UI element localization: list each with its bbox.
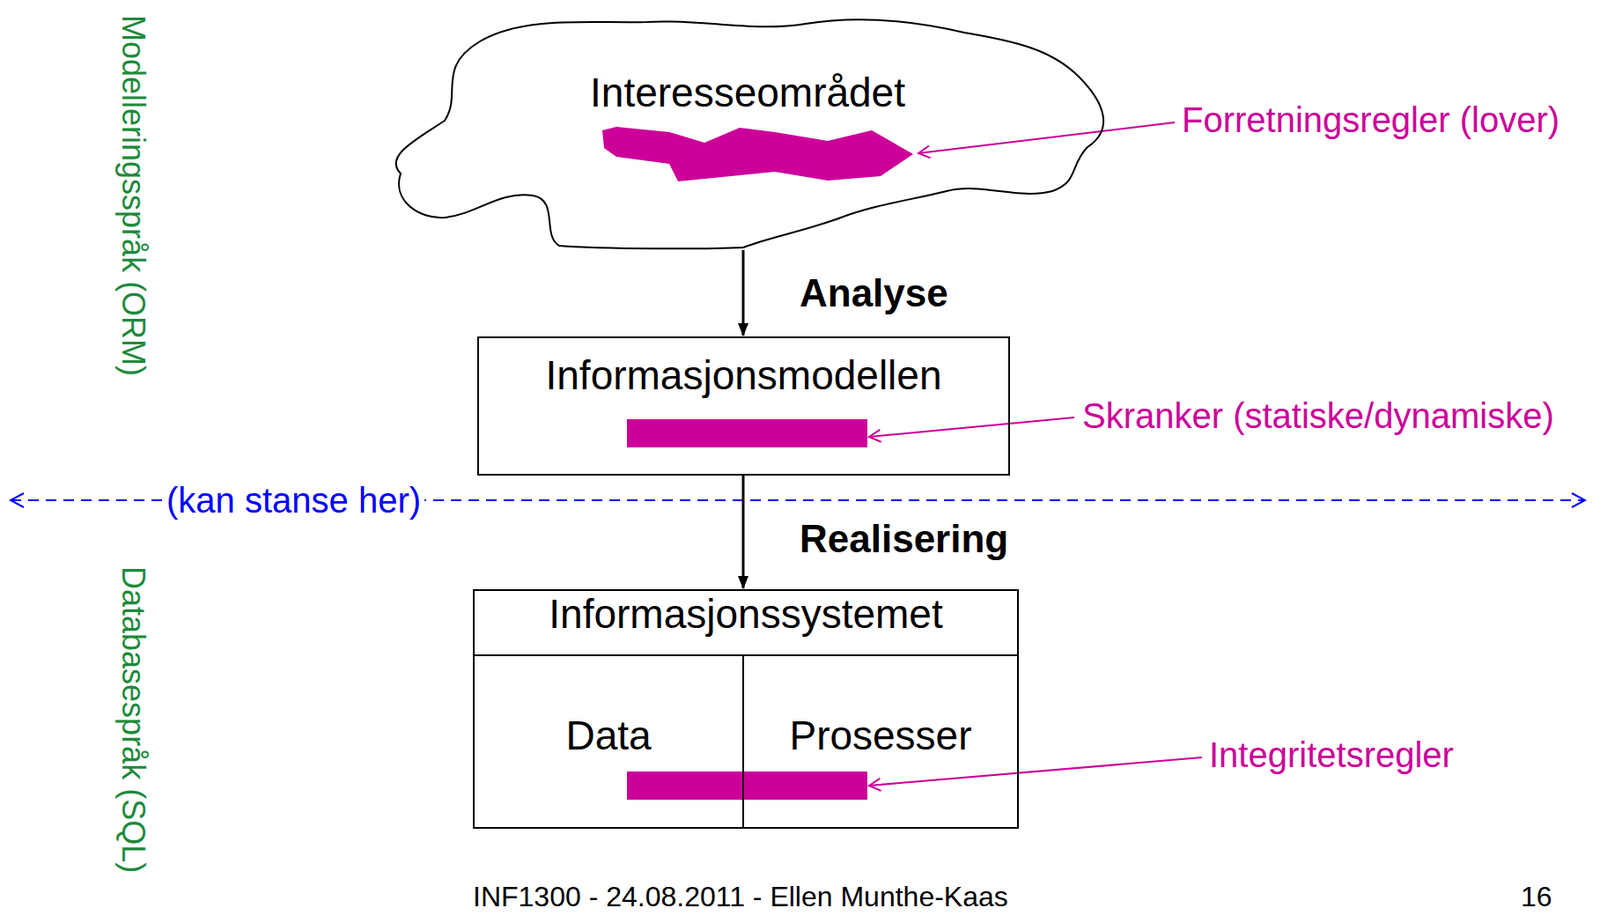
callout-label: Forretningsregler (lover)	[1181, 99, 1560, 141]
process-compartment: Prosesser	[744, 654, 1018, 829]
flow-arrow	[742, 475, 745, 589]
node-text: Prosesser	[788, 712, 972, 759]
node-text: Interesseområdet	[589, 69, 906, 116]
language-label: Modelleringsspråk (ORM)	[115, 14, 151, 377]
footer-text: INF1300 - 24.08.2011 - Ellen Munthe-Kaas	[472, 880, 1009, 914]
model-box: Informasjonsmodellen	[477, 336, 1011, 476]
data-compartment: Data	[474, 654, 745, 829]
leader-line	[869, 757, 1202, 786]
node-text: Data	[565, 712, 651, 759]
callout-label: Integritetsregler	[1209, 734, 1454, 775]
domain-cloud: Interesseområdet	[383, 14, 1113, 251]
stop-note: (kan stanse her)	[162, 479, 425, 521]
cloud-outline	[383, 14, 1113, 251]
rule-blob	[602, 126, 914, 182]
callout-label: Skranker (statiske/dynamiske)	[1082, 395, 1555, 436]
page-number: 16	[1520, 880, 1553, 914]
integrity-bar	[626, 771, 868, 800]
edge-label: Realisering	[799, 516, 1009, 562]
node-text: Informasjonsmodellen	[545, 352, 942, 399]
flow-arrow	[742, 250, 745, 336]
constraint-bar	[626, 419, 868, 448]
language-label: Databasespråk (SQL)	[115, 566, 151, 873]
node-text: Informasjonssystemet	[548, 590, 943, 637]
edge-label: Analyse	[799, 270, 949, 317]
leader-line	[918, 122, 1175, 154]
leader-line	[869, 417, 1075, 437]
system-box: InformasjonssystemetData Prosesser	[472, 589, 1019, 829]
